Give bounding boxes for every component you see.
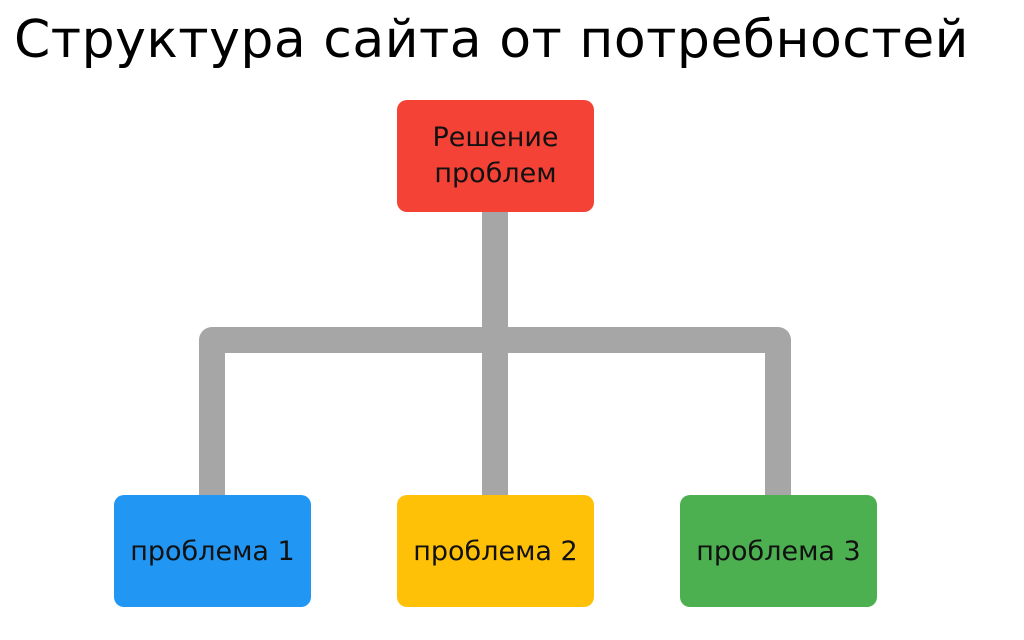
child-node-label-3: проблема 3 — [696, 535, 861, 567]
root-node-label: Решение проблем — [432, 122, 559, 189]
child-node-box-3: проблема 3 — [680, 495, 877, 607]
child-node-box-2: проблема 2 — [397, 495, 594, 607]
child-node-label-1: проблема 1 — [130, 535, 295, 567]
root-node-box: Решение проблем — [397, 100, 594, 212]
page-title: Структура сайта от потребностей — [14, 10, 969, 70]
child-node-box-1: проблема 1 — [114, 495, 311, 607]
child-node-label-2: проблема 2 — [413, 535, 578, 567]
